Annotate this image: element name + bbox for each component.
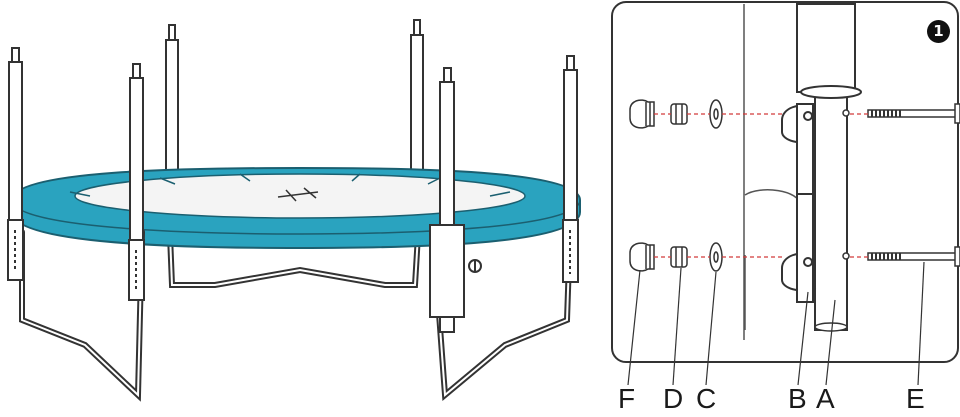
- jumping-mat: [74, 173, 526, 219]
- nut-d-bottom: [670, 246, 688, 268]
- pole-left: [128, 63, 145, 301]
- washer-c-top: [709, 99, 723, 129]
- callout-label-e: E: [906, 383, 925, 414]
- back-pole-left: [165, 24, 179, 181]
- tube-a: [796, 3, 862, 332]
- bracket-b-bottom: [781, 193, 817, 303]
- callout-label-f: F: [618, 383, 636, 414]
- detail-panel: [611, 1, 960, 386]
- callout-label-a: A: [816, 383, 835, 414]
- pole-right: [429, 67, 482, 333]
- trampoline-illustration: [7, 19, 581, 402]
- washer-c-bottom: [709, 242, 723, 272]
- mat-pad: [11, 166, 581, 250]
- alignment-leaders: [654, 113, 868, 258]
- back-pole-right: [410, 19, 424, 176]
- pole-far-right: [562, 55, 579, 283]
- cap-nut-f-top: [629, 99, 655, 129]
- step-number-badge: 1: [927, 20, 950, 43]
- callout-label-b: B: [788, 383, 807, 414]
- callout-label-d: D: [663, 383, 684, 414]
- callout-leaders: [627, 261, 925, 386]
- detail-frame: [611, 1, 959, 363]
- front-leg-left: [19, 229, 145, 402]
- pole-far-left: [7, 47, 24, 281]
- nut-d-top: [670, 103, 688, 125]
- cap-nut-f-bottom: [629, 242, 655, 272]
- callout-label-c: C: [696, 383, 717, 414]
